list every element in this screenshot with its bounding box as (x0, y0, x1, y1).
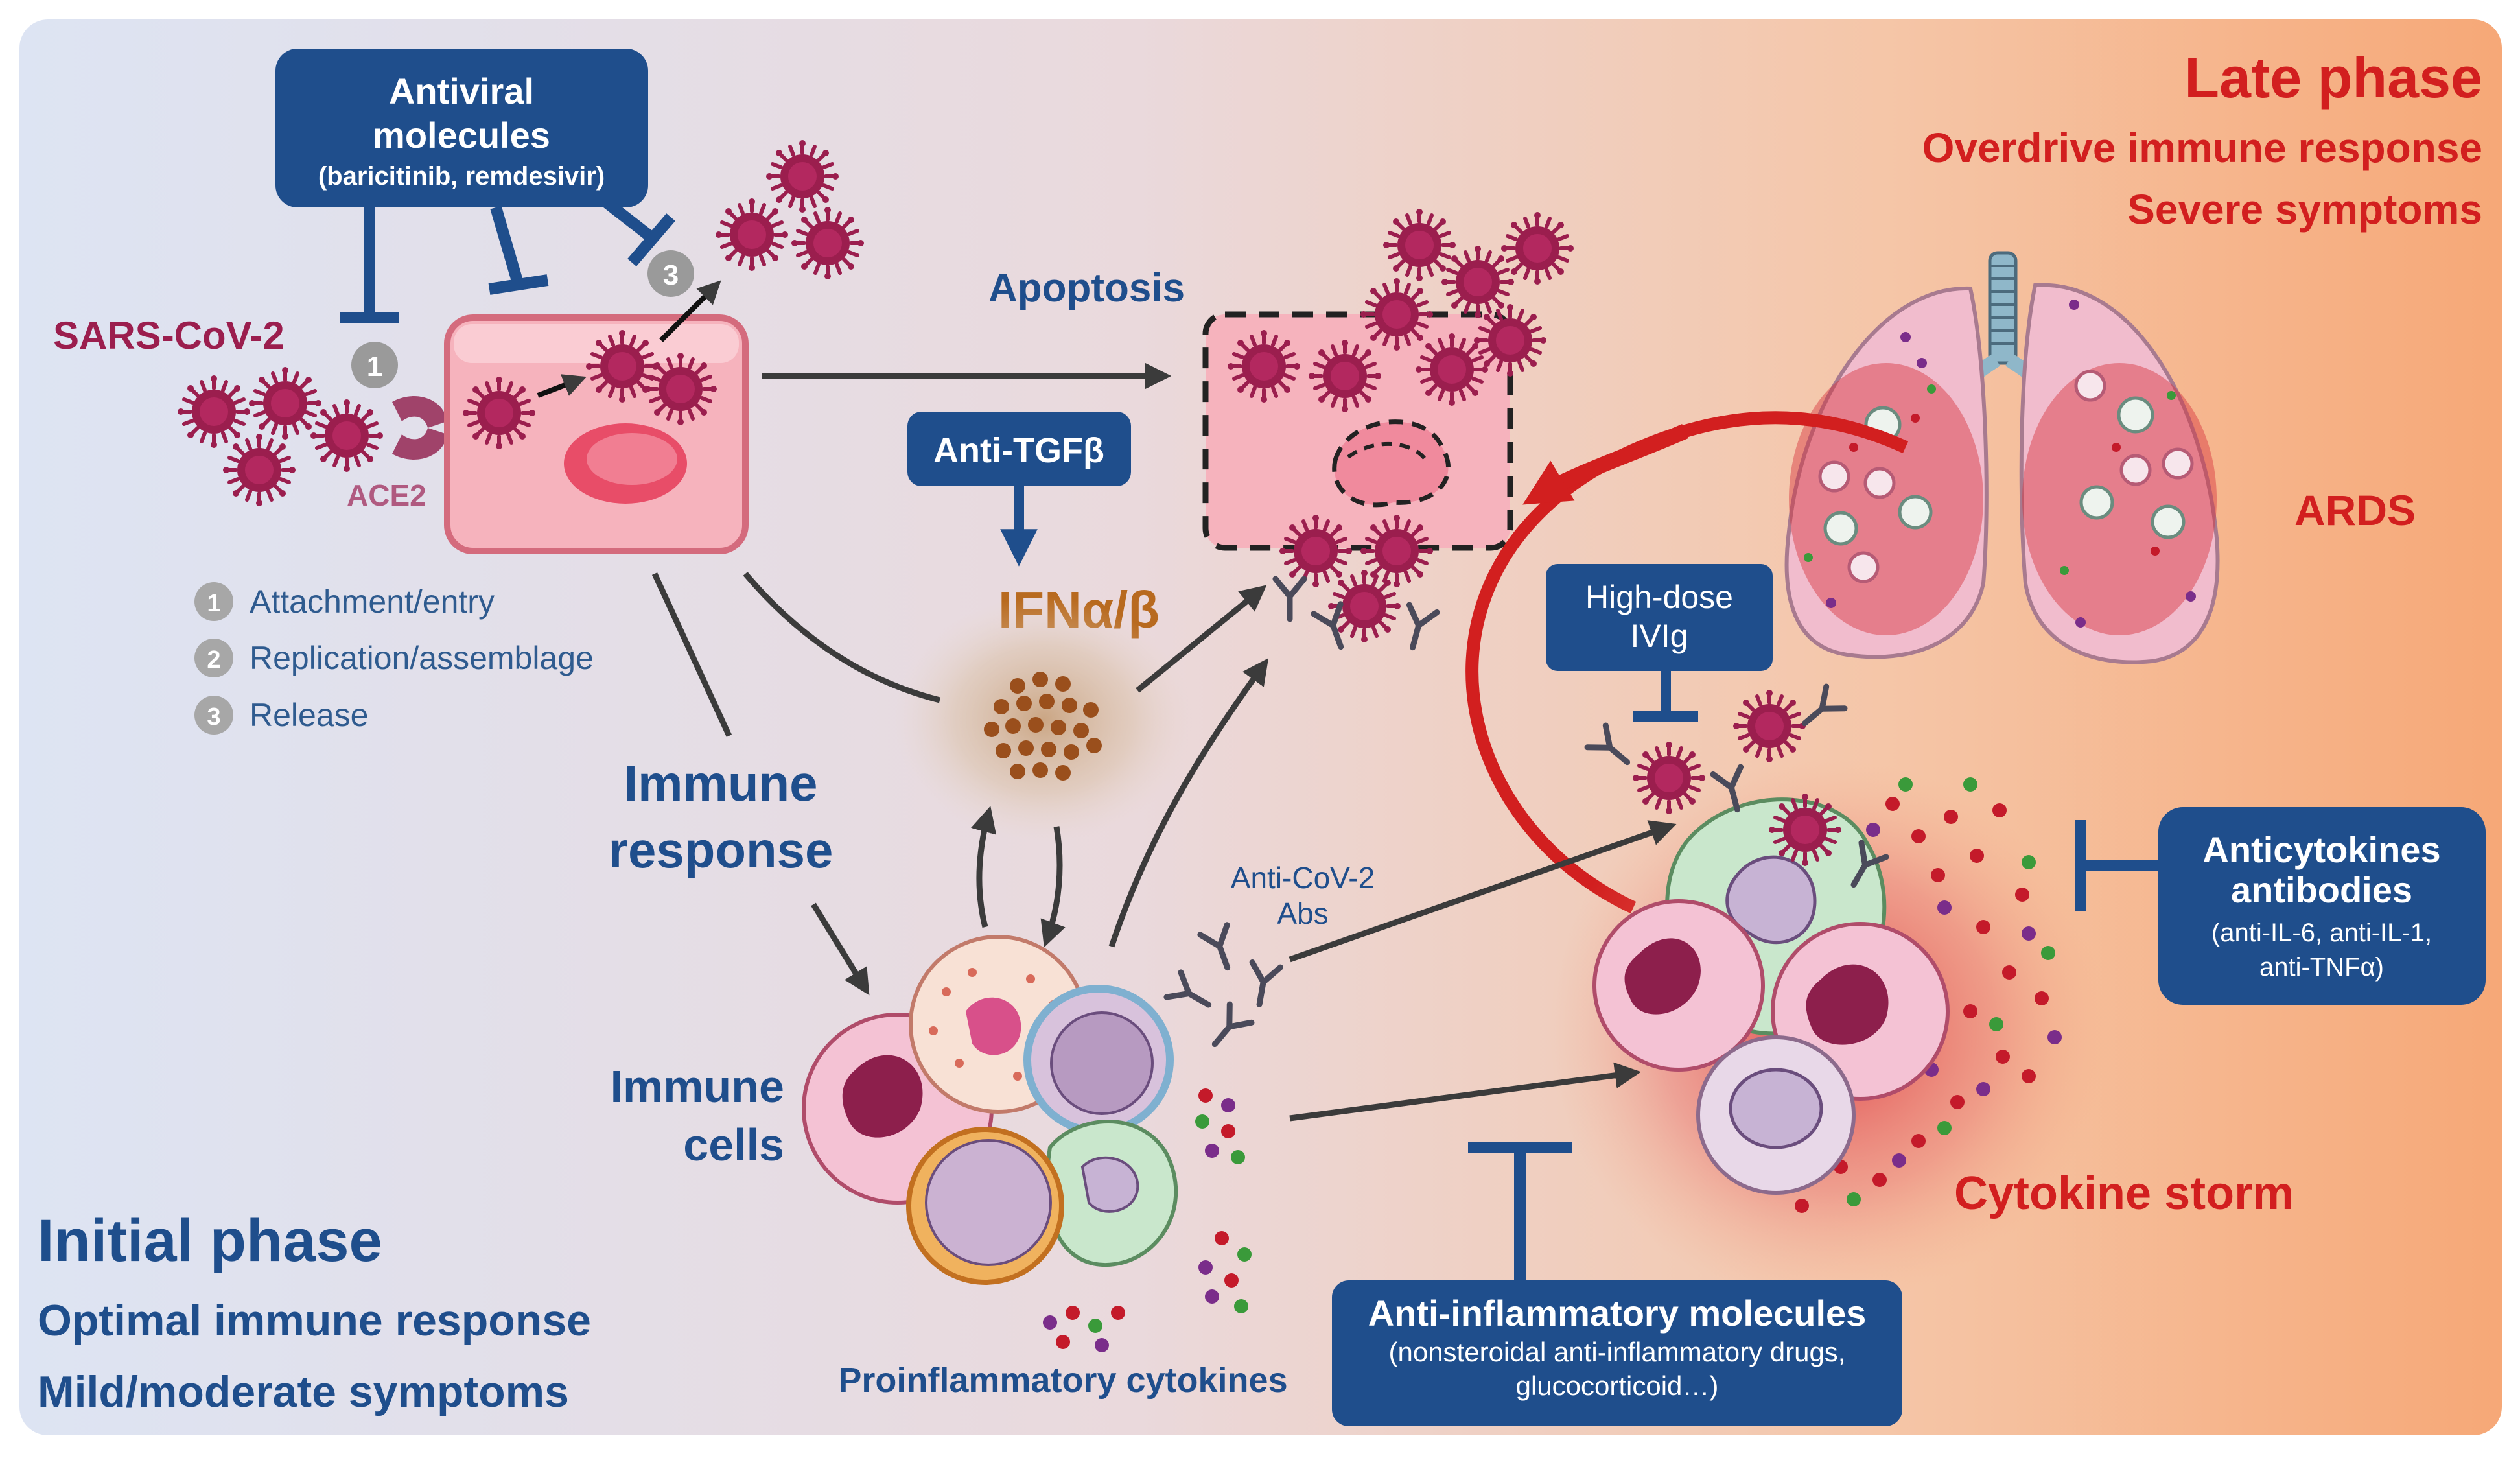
virus-icon (1733, 690, 1806, 762)
arrow-icon (659, 280, 721, 342)
virus-icon (644, 353, 717, 425)
legend-step-2-label: Replication/assemblage (250, 640, 594, 676)
antiviral-line2: molecules (373, 115, 550, 156)
step-legend: 1 Attachment/entry 2 Replication/assembl… (194, 582, 594, 735)
anti-inflammatory-sub1: (nonsteroidal anti-inflammatory drugs, (1389, 1337, 1846, 1367)
anti-inflammatory-sub2: glucocorticoid…) (1516, 1370, 1719, 1401)
virus-icon (1360, 278, 1433, 351)
antiviral-line1: Antiviral (389, 71, 534, 112)
immune-response-line1: Immune (624, 755, 817, 812)
virus-icon (463, 377, 535, 449)
virus-icon (766, 140, 839, 213)
arrow-icon (1289, 1062, 1642, 1122)
immune-cell-cluster-icon (802, 935, 1178, 1285)
virus-icon (1416, 333, 1488, 406)
anti-inflammatory-line1: Anti-inflammatory molecules (1368, 1293, 1867, 1334)
virus-icon (1474, 304, 1546, 377)
anticytokines-box: Anticytokines antibodies (anti-IL-6, ant… (2075, 807, 2486, 1005)
arrow-icon (537, 374, 587, 398)
anticytokines-sub1: (anti-IL-6, anti-IL-1, (2211, 919, 2432, 947)
immune-response-line2: response (609, 821, 834, 878)
anti-cov2-line1: Anti-CoV-2 (1231, 861, 1375, 895)
late-phase-line2: Severe symptoms (2127, 186, 2482, 233)
arrow-icon (811, 902, 870, 996)
cytokine-dots-icon (984, 672, 1102, 781)
virus-icon (178, 375, 250, 448)
anti-tgf-box: Anti-TGFβ (907, 412, 1131, 567)
arrow-icon (1136, 585, 1267, 693)
ace2-receptor-icon (392, 396, 447, 460)
arrow-icon (1040, 826, 1066, 948)
arrow-icon (1522, 424, 1688, 505)
virus-icon (1633, 742, 1705, 814)
ace2-label: ACE2 (347, 478, 426, 512)
virus-icon (1309, 340, 1381, 412)
virus-icon (223, 434, 296, 506)
anticytokines-line1: Anticytokines (2202, 829, 2440, 870)
legend-step-3-label: Release (250, 697, 368, 733)
virus-icon (1383, 209, 1456, 281)
inhibition-bar-icon (490, 206, 524, 287)
virus-icon (1501, 212, 1574, 285)
virus-icon (310, 399, 383, 472)
cytokine-cycle-arrow (1465, 411, 1909, 914)
anti-cov2-line2: Abs (1277, 897, 1328, 930)
virus-icon (1441, 246, 1514, 318)
antiviral-inhibition-bars (340, 189, 675, 323)
virus-icon (1228, 330, 1300, 403)
arrow-icon (743, 572, 941, 703)
apoptosis-label: Apoptosis (988, 266, 1185, 311)
legend-step-1-number: 1 (207, 590, 220, 617)
cytokine-dots-icon (1195, 1088, 1245, 1164)
step-1-marker: 1 (367, 351, 382, 382)
lungs-icon (1784, 251, 2220, 664)
step-3-marker: 3 (663, 259, 679, 291)
proinflammatory-cytokine-dots (1043, 1088, 1252, 1352)
antiviral-molecules-box: Antiviral molecules (baricitinib, remdes… (275, 49, 648, 207)
initial-phase-title: Initial phase (38, 1208, 382, 1274)
virus-icon (1360, 515, 1433, 587)
cytokine-storm-label: Cytokine storm (1954, 1168, 2294, 1219)
legend-step-1-label: Attachment/entry (250, 583, 495, 620)
legend-step-2-number: 2 (207, 646, 220, 674)
anticytokines-line2: antibodies (2231, 869, 2412, 910)
late-phase-text: Late phase Overdrive immune response Sev… (1922, 45, 2482, 233)
ifn-cloud (894, 596, 1193, 843)
arrow-icon (971, 806, 997, 928)
proinflammatory-cytokines-label: Proinflammatory cytokines (838, 1361, 1287, 1400)
ards-label: ARDS (2294, 486, 2416, 534)
cytokine-dots-icon (1043, 1306, 1125, 1352)
inhibition-bar-icon (592, 189, 659, 245)
sars-cov-2-label: SARS-CoV-2 (53, 314, 285, 357)
antiviral-sub: (baricitinib, remdesivir) (318, 162, 605, 191)
late-phase-title: Late phase (2184, 45, 2482, 110)
virus-icon (249, 367, 321, 440)
ivig-box: High-dose IVIg (1546, 564, 1773, 722)
anti-tgf-label: Anti-TGFβ (933, 431, 1104, 470)
cytokine-storm-cluster (1549, 687, 2106, 1303)
virus-icon (791, 207, 864, 279)
virus-icon (1279, 515, 1352, 587)
initial-phase-line2: Mild/moderate symptoms (38, 1367, 569, 1417)
immune-cells-line2: cells (683, 1120, 784, 1170)
arrow-icon (1289, 820, 1677, 963)
anticytokines-sub2: anti-TNFα) (2259, 953, 2384, 982)
legend-step-3-number: 3 (207, 703, 220, 731)
virus-icon (1769, 794, 1841, 866)
ivig-line2: IVIg (1631, 618, 1688, 654)
initial-phase-line1: Optimal immune response (38, 1296, 591, 1345)
epithelial-cell-icon (444, 314, 749, 554)
immune-cells-line1: Immune (611, 1061, 784, 1112)
initial-phase-text: Initial phase Optimal immune response Mi… (38, 1208, 591, 1417)
arrow-icon (651, 572, 732, 737)
ivig-line1: High-dose (1585, 579, 1733, 615)
late-phase-line1: Overdrive immune response (1922, 124, 2482, 171)
virus-icon (716, 198, 788, 271)
cytokine-dots-icon (1198, 1231, 1252, 1313)
anti-inflammatory-box: Anti-inflammatory molecules (nonsteroida… (1332, 1142, 1902, 1426)
arrow-icon (1108, 658, 1269, 948)
apoptotic-cell-icon (1202, 278, 1546, 551)
